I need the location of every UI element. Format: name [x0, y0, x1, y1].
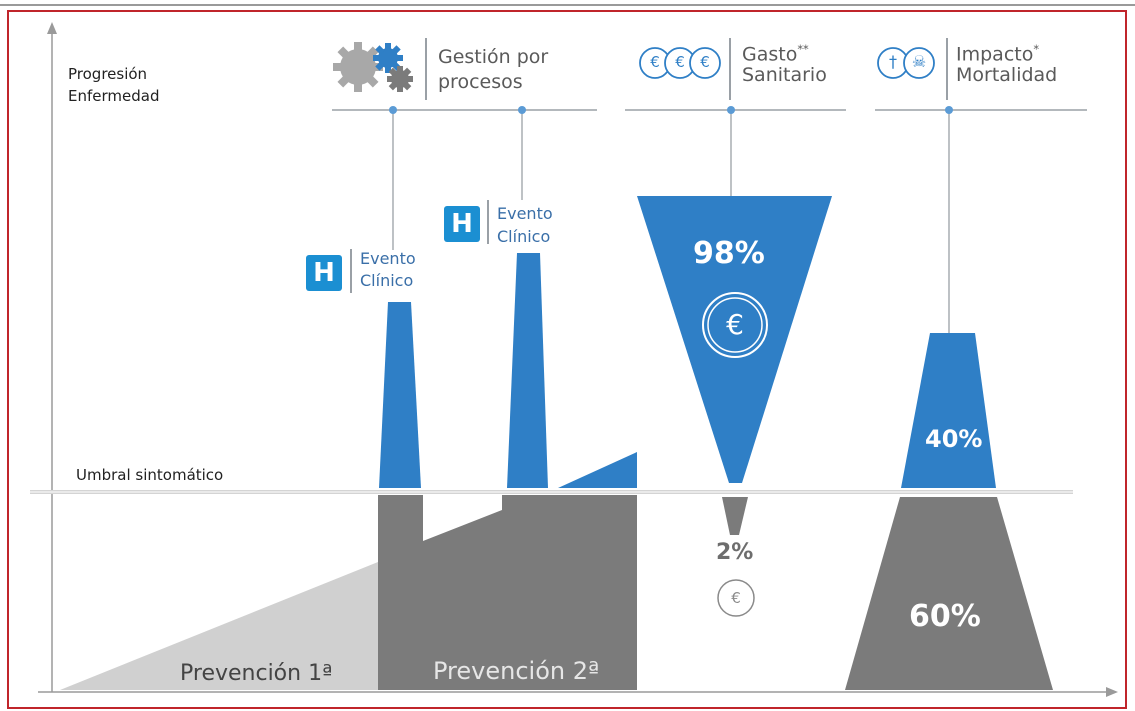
gasto-title-text: Gasto	[742, 43, 798, 66]
threshold-label: Umbral sintomático	[76, 466, 224, 484]
impacto-title-text: Impacto	[956, 43, 1034, 66]
primary-prevention-area	[60, 562, 378, 690]
progression-wedge	[558, 452, 637, 488]
euro-coin-3-icon: €	[700, 53, 710, 71]
impacto-above-percent: 40%	[925, 425, 983, 453]
impacto-footnote-mark: *	[1033, 42, 1040, 56]
gasto-divider	[729, 38, 731, 100]
gasto-above-percent: 98%	[693, 236, 765, 271]
gestion-title-line2: procesos	[438, 71, 523, 93]
impacto-top	[901, 333, 996, 488]
event-1-label-line1: Evento	[360, 249, 416, 268]
gasto-below-percent: 2%	[716, 540, 754, 565]
impacto-title-line1: Impacto*	[956, 38, 1039, 66]
connector-dot-1	[389, 106, 397, 114]
hospital-icon-1: H	[306, 255, 342, 291]
euro-circle-small	[717, 579, 755, 617]
gears-icon	[333, 42, 413, 92]
gasto-footnote-mark: **	[797, 42, 809, 56]
gasto-title-line1: Gasto**	[742, 38, 809, 66]
y-axis-arrow-icon	[47, 22, 57, 34]
mortality-icons	[877, 47, 935, 79]
euro-circle-inner	[707, 297, 763, 353]
primary-prevention-label: Prevención 1ª	[180, 661, 333, 686]
hospital-icon-2: H	[444, 206, 480, 242]
gestion-divider	[425, 38, 427, 100]
y-axis-label-line2: Enfermedad	[68, 87, 160, 105]
clinical-event-spike-1	[379, 302, 421, 488]
slide-frame	[7, 10, 1127, 709]
gasto-funnel-bottom	[722, 497, 748, 535]
impacto-title-line2: Mortalidad	[956, 64, 1058, 86]
secondary-prevention-area	[378, 495, 637, 690]
gasto-title-line2: Sanitario	[742, 64, 827, 86]
euro-coin-2-icon: €	[675, 53, 685, 71]
connector-dot-3	[727, 106, 735, 114]
impacto-divider	[946, 38, 948, 100]
clinical-event-spike-2	[507, 253, 548, 488]
secondary-prevention-label: Prevención 2ª	[433, 657, 600, 685]
event-2-divider	[487, 200, 489, 244]
euro-circle-large	[702, 292, 768, 358]
connector-dot-4	[945, 106, 953, 114]
y-axis-label-line1: Progresión	[68, 65, 148, 83]
euro-coin-1-icon: €	[650, 53, 660, 71]
event-2-label-line1: Evento	[497, 204, 553, 223]
cross-icon: †	[889, 52, 897, 71]
event-2-label-line2: Clínico	[497, 227, 551, 246]
connector-dot-2	[518, 106, 526, 114]
euro-small-icon: €	[731, 589, 741, 607]
euro-coins-icon	[639, 47, 721, 79]
euro-large-icon: €	[726, 308, 744, 341]
impacto-below-percent: 60%	[909, 599, 981, 634]
event-1-divider	[350, 249, 352, 293]
skull-icon: ☠	[911, 52, 927, 71]
gestion-title-line1: Gestión por	[438, 46, 549, 68]
impacto-bottom	[845, 497, 1053, 690]
x-axis-arrow-icon	[1106, 687, 1118, 697]
event-1-label-line2: Clínico	[360, 271, 414, 290]
